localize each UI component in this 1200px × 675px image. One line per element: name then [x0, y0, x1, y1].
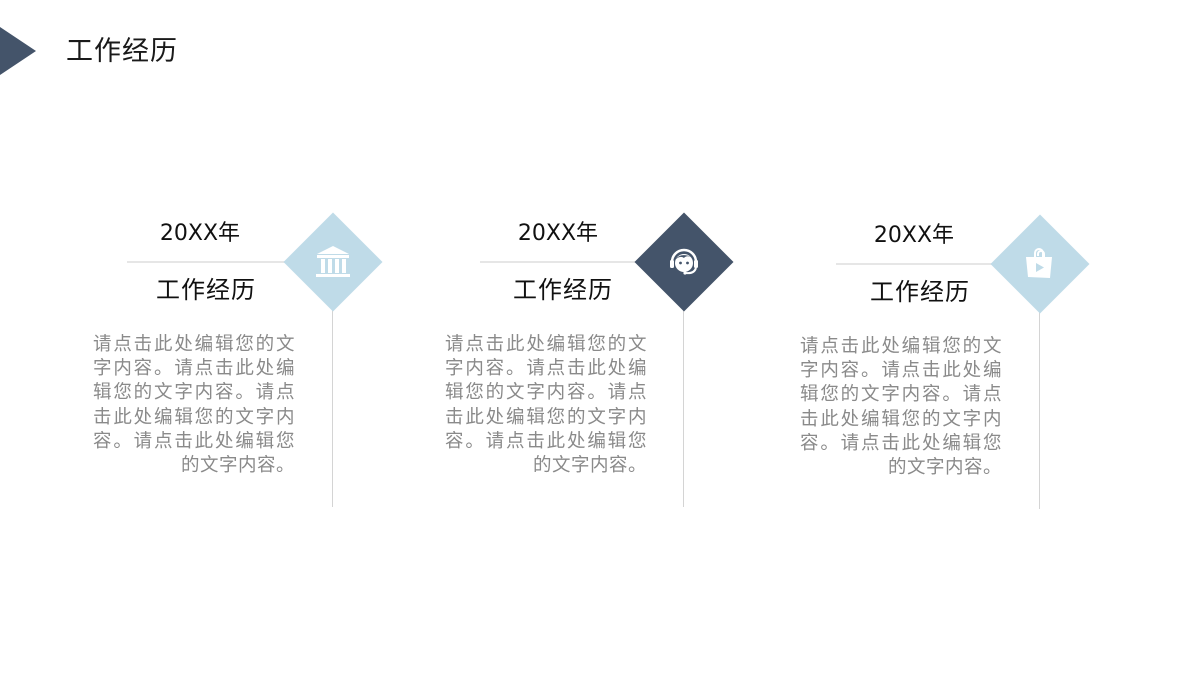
shopping-bag-play-icon: [1026, 248, 1052, 278]
divider-line: [480, 261, 650, 263]
page-title: 工作经历: [66, 36, 178, 67]
divider-line: [127, 261, 297, 263]
item-title: 工作经历: [870, 278, 970, 306]
headset-support-icon: [670, 248, 698, 275]
connector-line: [332, 300, 333, 507]
item-year: 20XX年: [873, 223, 955, 248]
item-body-text[interactable]: 请点击此处编辑您的文字内容。请点击此处编辑您的文字内容。请点击此处编辑您的文字内…: [445, 334, 647, 477]
item-body-text[interactable]: 请点击此处编辑您的文字内容。请点击此处编辑您的文字内容。请点击此处编辑您的文字内…: [800, 336, 1002, 479]
bank-icon: [316, 246, 350, 277]
item-title: 工作经历: [513, 276, 613, 304]
divider-line: [836, 263, 1006, 265]
connector-line: [1039, 302, 1040, 509]
header-accent-triangle: [0, 27, 36, 75]
item-title: 工作经历: [156, 276, 256, 304]
item-year: 20XX年: [159, 221, 241, 246]
connector-line: [683, 300, 684, 507]
item-body-text[interactable]: 请点击此处编辑您的文字内容。请点击此处编辑您的文字内容。请点击此处编辑您的文字内…: [93, 334, 295, 477]
item-year: 20XX年: [517, 221, 599, 246]
